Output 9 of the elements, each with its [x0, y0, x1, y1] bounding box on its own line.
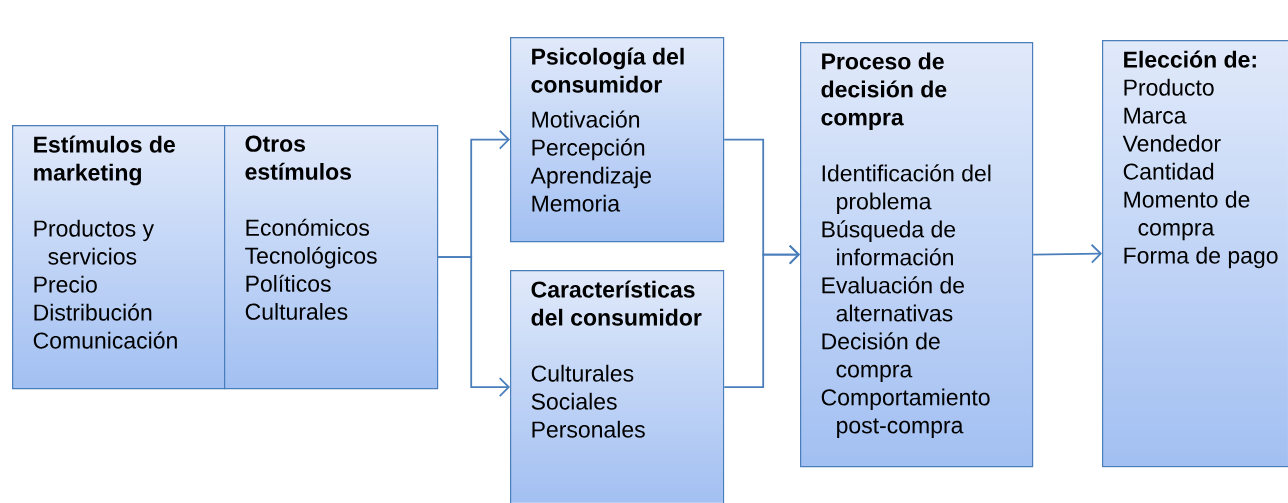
process-box: Características del consumidor Culturales Sociales Personales	[510, 270, 725, 503]
arrow	[437, 256, 510, 397]
process-box: Elección de: Producto Marca Vendedor Cantidad Momento de compra Forma de pago	[1102, 40, 1288, 468]
process-box: Otros estímulos Económicos Tecnológicos Políticos Culturales	[224, 125, 439, 390]
arrow	[723, 244, 800, 388]
process-box: Estímulos de marketing Productos y servicios Precio Distribución Comunicación	[12, 125, 226, 390]
process-box: Proceso de decisión de compra Identificación del problema Búsqueda de información Evaluación de alternativas Decisión de compra Comportamiento post-compra	[800, 42, 1034, 468]
arrow	[1032, 243, 1102, 264]
process-box: Psicología del consumidor Motivación Percepción Aprendizaje Memoria	[510, 37, 725, 243]
